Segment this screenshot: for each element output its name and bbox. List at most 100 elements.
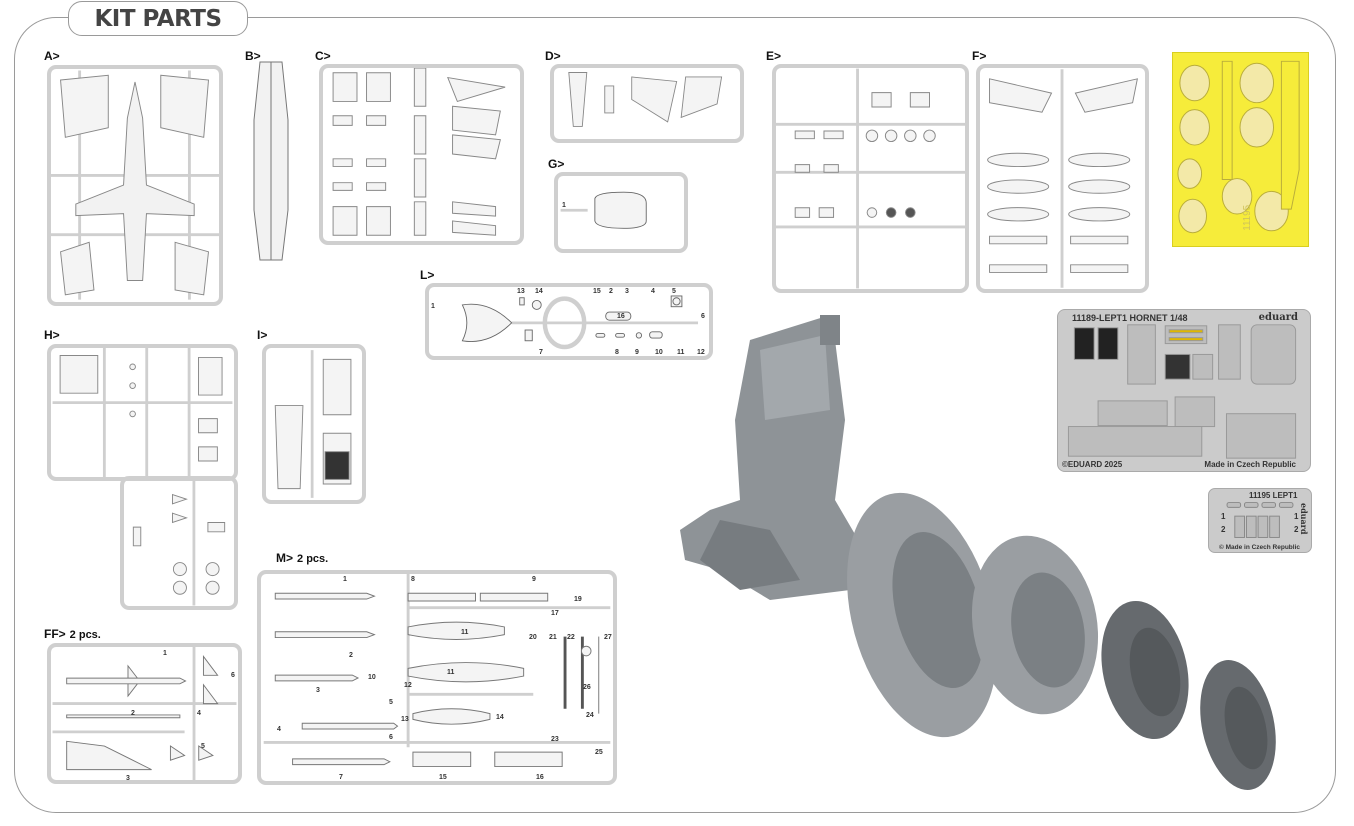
part-number: 11	[461, 629, 469, 636]
sprue-ff: 1 2 3 4 5 6	[47, 643, 242, 784]
sprue-h-lower-parts	[132, 480, 226, 606]
part-number: 19	[574, 596, 582, 603]
part-number: 4	[651, 288, 655, 295]
sprue-h-parts	[52, 348, 233, 477]
main-wheel-right	[971, 535, 1099, 715]
part-number: 8	[615, 349, 619, 356]
part-number: 11	[677, 349, 685, 356]
page-frame	[14, 17, 1336, 813]
sprue-i	[262, 344, 366, 504]
sprue-label-d: D>	[545, 49, 561, 63]
part-number: 5	[389, 699, 393, 706]
part-number: 2	[1294, 525, 1299, 534]
sprue-m: 1 2 3 4 5 6 7 8 9 10 11 11 12 13 14 15 1…	[257, 570, 617, 785]
part-number: 3	[316, 687, 320, 694]
part-number: 4	[197, 710, 201, 717]
main-wheel-left	[847, 492, 997, 738]
part-number: 9	[532, 576, 536, 583]
resin-parts-render	[680, 315, 1276, 790]
part-number: 1	[1294, 512, 1299, 521]
sprue-label-e: E>	[766, 49, 782, 63]
sprue-f	[976, 64, 1149, 293]
part-number: 14	[535, 288, 543, 295]
part-number: 3	[126, 775, 130, 782]
pe-title: 11189-LEPT1 HORNET 1/48	[1072, 313, 1188, 323]
pe-small-made-in: © Made in Czech Republic	[1219, 544, 1300, 551]
part-number: 16	[536, 774, 544, 781]
photo-etch-small-fret: 11195 LEPT1 eduard 1 1 2 2 © Made in Cze…	[1208, 488, 1312, 553]
part-number: 7	[339, 774, 343, 781]
sprue-d-parts	[568, 72, 723, 127]
part-number: 23	[551, 736, 559, 743]
pe-copyright: ©EDUARD 2025	[1062, 460, 1123, 469]
sprue-f-parts	[987, 69, 1138, 288]
part-number: 6	[701, 313, 705, 320]
part-number: 2	[609, 288, 613, 295]
sprue-label-f: F>	[972, 49, 987, 63]
sprue-h-lower	[120, 476, 238, 610]
part-number: 12	[404, 682, 412, 689]
part-number: 6	[389, 734, 393, 741]
sprue-a-parts	[51, 70, 219, 300]
part-number: 9	[635, 349, 639, 356]
part-number: 10	[655, 349, 663, 356]
sprue-g: 1	[554, 172, 688, 253]
sprue-c-parts	[332, 68, 506, 236]
part-number: 4	[277, 726, 281, 733]
sprue-h	[47, 344, 238, 481]
canopy-mask-sheet: 11195	[1172, 52, 1309, 247]
sprue-label-c: C>	[315, 49, 331, 63]
sprue-d	[550, 64, 744, 143]
part-number: 22	[567, 634, 575, 641]
part-number: 2	[349, 652, 353, 659]
part-number: 10	[368, 674, 376, 681]
part-number: 14	[496, 714, 504, 721]
sprue-i-parts	[274, 350, 352, 498]
sprue-label-ff: FF>2 pcs.	[44, 627, 101, 641]
sprue-label-m: M>2 pcs.	[276, 551, 329, 565]
sprue-ff-parts	[52, 647, 237, 780]
part-number: 16	[617, 313, 625, 320]
sprue-label-i: I>	[257, 328, 268, 342]
part-number: 6	[231, 672, 235, 679]
sprue-c	[319, 64, 524, 245]
part-number: 15	[439, 774, 447, 781]
part-number: 3	[625, 288, 629, 295]
ejection-seat	[680, 315, 870, 600]
sprue-l-parts	[461, 295, 699, 350]
part-number: 1	[431, 303, 435, 310]
part-number: 21	[549, 634, 557, 641]
part-number: 1	[343, 576, 347, 583]
sprue-label-g: G>	[548, 157, 565, 171]
pe-small-title: 11195 LEPT1	[1249, 491, 1298, 500]
svg-text:11195: 11195	[1242, 204, 1253, 230]
sprue-label-l: L>	[420, 268, 435, 282]
part-number: 25	[595, 749, 603, 756]
part-number: 7	[539, 349, 543, 356]
page-title: KIT PARTS	[68, 1, 248, 36]
sprue-e-parts	[776, 68, 965, 289]
sprue-label-b: B>	[245, 49, 261, 63]
part-number: 5	[672, 288, 676, 295]
pe-small-parts	[1226, 502, 1294, 538]
part-number: 24	[586, 712, 594, 719]
sprue-label-a: A>	[44, 49, 60, 63]
mask-shapes: 11195	[1177, 60, 1300, 234]
part-number: 27	[604, 634, 612, 641]
part-number: 20	[529, 634, 537, 641]
pe-parts	[1067, 324, 1297, 459]
sprue-g-parts	[560, 191, 647, 229]
part-number: 1	[1221, 512, 1226, 521]
part-number: 12	[697, 349, 705, 356]
sprue-m-parts	[263, 574, 611, 768]
photo-etch-fret: 11189-LEPT1 HORNET 1/48 eduard ©EDUARD 2…	[1057, 309, 1311, 472]
part-number: 5	[201, 743, 205, 750]
pe-small-brand: eduard	[1299, 503, 1309, 535]
part-number: 2	[1221, 525, 1226, 534]
part-number: 13	[517, 288, 525, 295]
sprue-a	[47, 65, 223, 306]
part-number: 15	[593, 288, 601, 295]
pe-made-in: Made in Czech Republic	[1204, 460, 1296, 469]
sprue-label-h: H>	[44, 328, 60, 342]
part-number: 2	[131, 710, 135, 717]
